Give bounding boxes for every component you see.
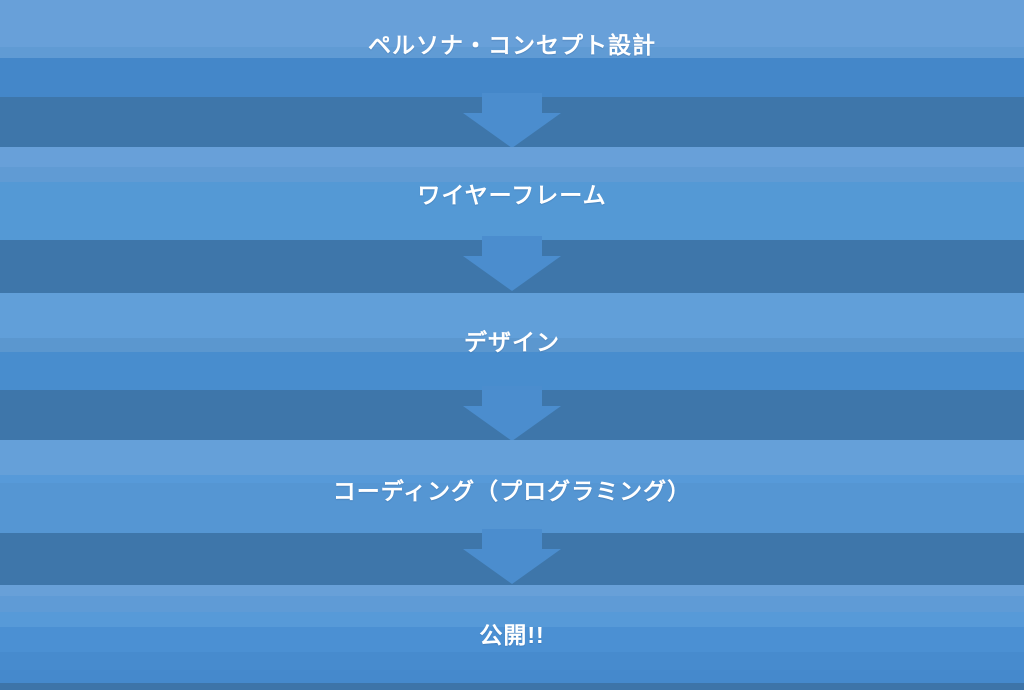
step-band-coding: コーディング（プログラミング） [0, 440, 1024, 533]
step-band-wireframe: ワイヤーフレーム [0, 147, 1024, 240]
down-arrow-icon [463, 236, 561, 291]
step-label: デザイン [464, 329, 560, 355]
down-arrow-head [463, 113, 561, 148]
down-arrow-icon [463, 529, 561, 584]
separator-band [0, 236, 1024, 293]
step-band-persona-concept: ペルソナ・コンセプト設計 [0, 0, 1024, 97]
step-label: ペルソナ・コンセプト設計 [368, 32, 656, 58]
step-label: ワイヤーフレーム [417, 182, 607, 208]
down-arrow-head [463, 549, 561, 584]
step-label: コーディング（プログラミング） [332, 478, 692, 504]
separator-band [0, 93, 1024, 148]
step-band-design: デザイン [0, 293, 1024, 390]
down-arrow-icon [463, 93, 561, 148]
down-arrow-head [463, 406, 561, 441]
down-arrow-icon [463, 386, 561, 441]
down-arrow-stem [482, 93, 542, 113]
down-arrow-stem [482, 529, 542, 549]
separator-band [0, 529, 1024, 585]
separator-band [0, 386, 1024, 441]
down-arrow-stem [482, 386, 542, 406]
down-arrow-head [463, 256, 561, 291]
down-arrow-stem [482, 236, 542, 256]
step-band-launch: 公開!! [0, 585, 1024, 690]
step-label: 公開!! [479, 622, 545, 648]
